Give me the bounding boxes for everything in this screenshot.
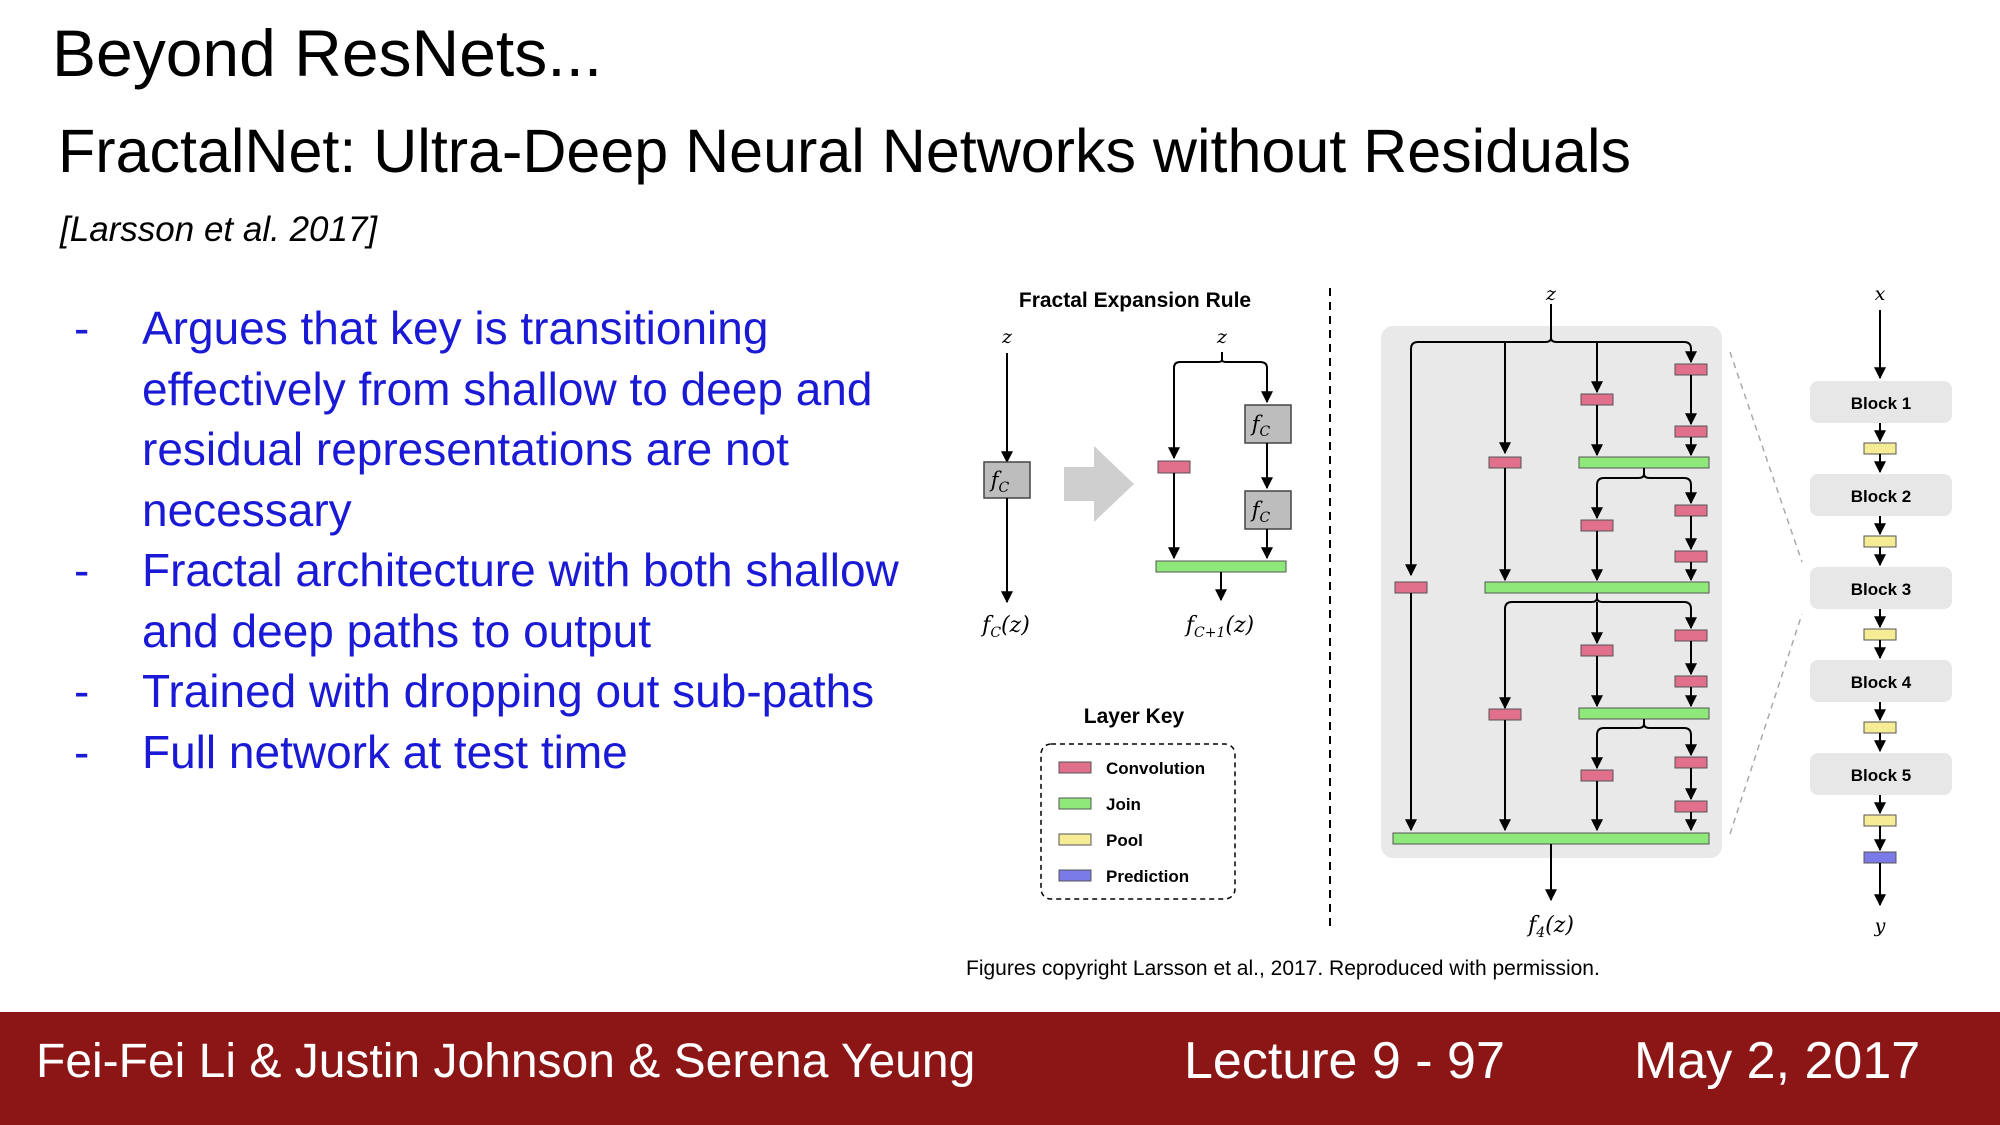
bullet-item: -Argues that key is transitioning effect… [70,298,930,540]
bullet-item: -Trained with dropping out sub-paths [70,661,930,722]
key-label-join: Join [1106,795,1141,814]
citation: [Larsson et al. 2017] [60,210,378,249]
edge [1643,723,1697,757]
fc1-output-label: fC+1(z) [1184,613,1254,641]
fc-output-label: fC(z) [980,613,1030,641]
footer-authors: Fei-Fei Li & Justin Johnson & Serena Yeu… [36,1035,976,1088]
edge [1168,352,1223,460]
join-layer [1578,707,1710,720]
join-layer [1155,560,1287,573]
block-label: Block 1 [1851,394,1911,413]
fractalnet-diagram: Fractal Expansion Rule z fC fC(z) z fC f… [980,283,1952,941]
edge [1591,473,1645,520]
bullet-dash: - [74,725,90,778]
slide-subtitle: FractalNet: Ultra-Deep Neural Networks w… [58,117,1632,185]
expansion-rule-title: Fractal Expansion Rule [1019,289,1251,312]
conv-layer [1580,519,1614,532]
slide-title: Beyond ResNets... [52,16,603,90]
pool-layer [1863,814,1897,827]
conv-layer [1674,550,1708,563]
join-layer [1392,832,1710,845]
conv-layer [1674,504,1708,517]
edge [1550,337,1697,364]
zoom-connector [1729,613,1803,835]
bullet-dash: - [74,302,90,354]
conv-layer [1488,456,1522,469]
edge [1499,597,1598,710]
bullet-text: Trained with dropping out sub-paths [142,665,875,717]
fc-label: fC [1250,498,1271,526]
figure-copyright: Figures copyright Larsson et al., 2017. … [966,957,1600,980]
pool-layer [1863,535,1897,548]
conv-layer [1674,425,1708,438]
edge [1591,723,1645,770]
footer-bar [0,1012,2000,1125]
key-swatch-convolution [1058,761,1092,774]
bullet-item: -Full network at test time [70,722,930,783]
key-label-convolution: Convolution [1106,759,1205,778]
conv-layer [1674,629,1708,642]
join-layer [1484,581,1710,594]
block-label: Block 2 [1851,487,1911,506]
edge [1643,473,1697,505]
bullet-list: -Argues that key is transitioning effect… [70,298,930,782]
prediction-layer [1863,851,1897,864]
key-label-pool: Pool [1106,831,1143,850]
conv-layer [1580,644,1614,657]
bullet-item: -Fractal architecture with both shallow … [70,540,930,661]
block-2 [1810,474,1952,516]
edge [1221,359,1273,404]
key-swatch-join [1058,797,1092,810]
conv-layer [1674,363,1708,376]
input-z-left: z [1001,326,1013,348]
output-y: y [1874,915,1886,937]
input-x: x [1875,283,1886,305]
bullet-dash: - [74,544,90,596]
fc-label: fC [1250,412,1271,440]
zoom-connector [1729,351,1803,563]
block-label: Block 4 [1851,673,1912,692]
bullet-dash: - [74,665,90,717]
footer-date: May 2, 2017 [1634,1032,1921,1090]
bullet-text: Fractal architecture with both shallow a… [142,544,899,657]
f4-output-label: f4(z) [1526,913,1574,941]
input-z-fractal: z [1545,283,1557,305]
fc-block [1244,490,1292,530]
block-label: Block 3 [1851,580,1911,599]
join-layer [1578,456,1710,469]
block-3 [1810,567,1952,609]
conv-layer [1157,460,1191,474]
input-z-right: z [1216,326,1228,348]
pool-layer [1863,628,1897,641]
block-5 [1810,753,1952,795]
pool-layer [1863,442,1897,455]
key-label-prediction: Prediction [1106,867,1189,886]
edge [1405,337,1552,577]
fractalnet-figure: Fractal Expansion Rule z fC fC(z) z fC f… [950,270,1970,950]
bullet-text: Argues that key is transitioning effecti… [142,302,873,536]
block-1 [1810,381,1952,423]
conv-layer [1394,581,1428,594]
conv-layer [1674,756,1708,769]
bullet-text: Full network at test time [142,725,628,778]
block-label: Block 5 [1851,766,1911,785]
layer-key-title: Layer Key [1084,705,1185,728]
conv-layer [1488,708,1522,721]
conv-layer [1580,393,1614,406]
pool-layer [1863,721,1897,734]
key-swatch-pool [1058,833,1092,846]
block-4 [1810,660,1952,702]
footer-lecture: Lecture 9 - 97 [1184,1032,1505,1090]
expansion-arrow-icon [1064,446,1134,522]
conv-layer [1674,800,1708,813]
conv-layer [1674,675,1708,688]
fc-label: fC [989,468,1010,496]
edge [1596,597,1697,630]
layer-key-box [1040,743,1236,900]
key-swatch-prediction [1058,869,1092,882]
conv-layer [1580,769,1614,782]
